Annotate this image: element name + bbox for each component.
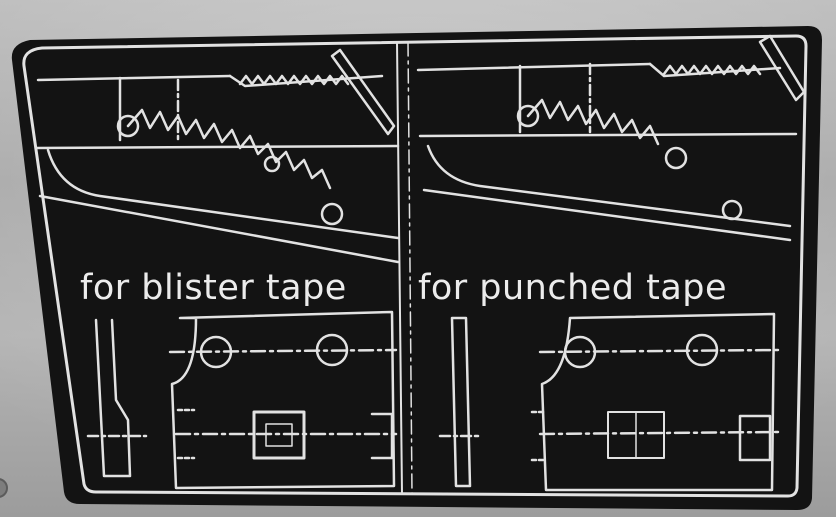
- label-punched-tape: for punched tape: [418, 268, 728, 308]
- center-divider: [396, 41, 403, 495]
- screw-head: [0, 478, 8, 498]
- plate-border: [22, 34, 808, 498]
- label-blister-tape: for blister tape: [80, 268, 347, 308]
- engraved-drawing: [22, 34, 808, 498]
